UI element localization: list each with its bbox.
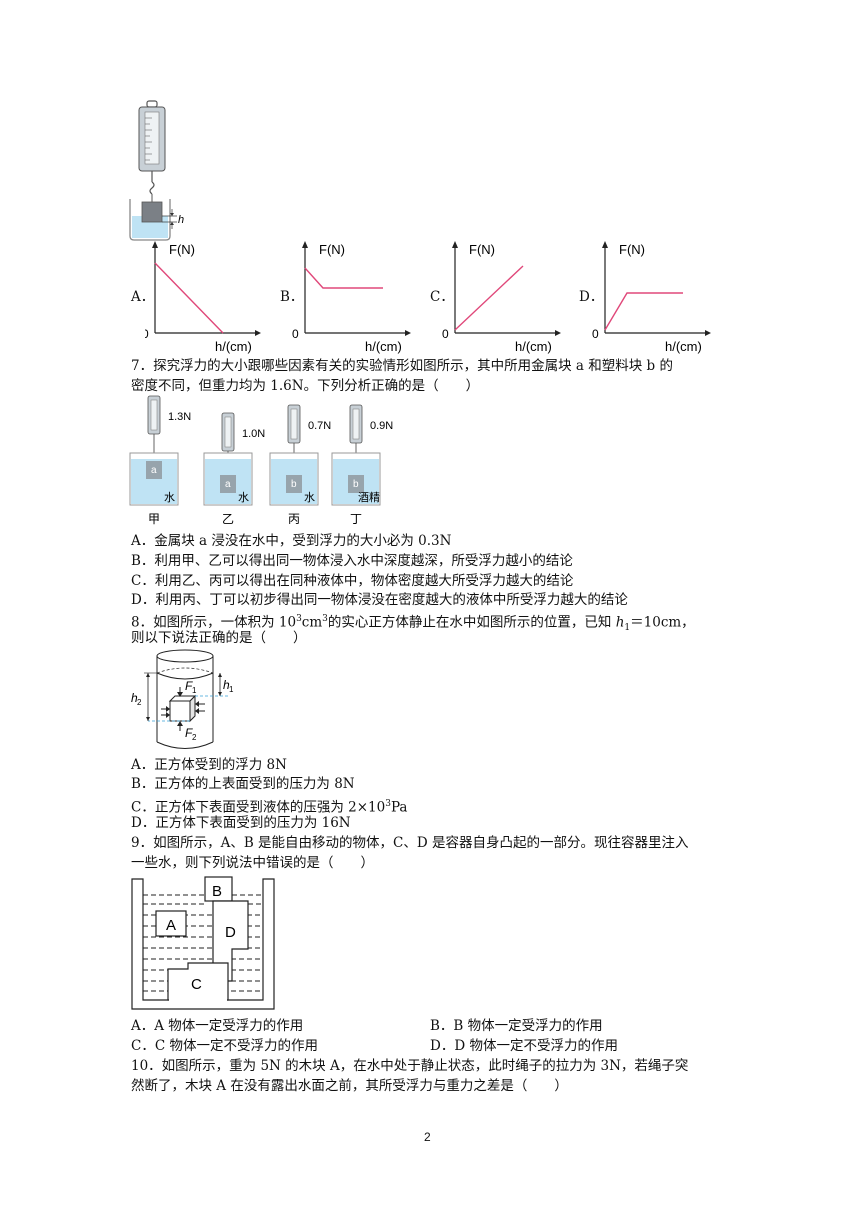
y-axis-label: F(N) — [619, 242, 645, 257]
block-label: a — [151, 465, 157, 476]
svg-text:A: A — [166, 917, 176, 934]
q9-stem-line2: 一些水，则下列说法中错误的是（ ） — [131, 855, 374, 871]
q7-option-b[interactable]: B．利用甲、乙可以得出同一物体浸入水中深度越深，所受浮力越小的结论 — [131, 553, 573, 569]
liquid-label: 水 — [238, 491, 249, 504]
svg-text:2: 2 — [192, 733, 197, 742]
x-axis-arrow — [555, 330, 561, 336]
svg-text:F: F — [185, 679, 193, 693]
q9-option-d[interactable]: D．D 物体一定不受浮力的作用 — [430, 1038, 618, 1054]
q6-graph-c: F(N) h/(cm) 0 — [442, 241, 561, 354]
y-axis-arrow — [452, 241, 458, 248]
q9-option-b[interactable]: B．B 物体一定受浮力的作用 — [430, 1018, 603, 1034]
q6-option-b[interactable]: B． — [280, 289, 304, 305]
svg-text:1: 1 — [229, 685, 234, 694]
y-axis-label: F(N) — [169, 242, 195, 257]
q8-option-a[interactable]: A．正方体受到的浮力 8N — [131, 757, 287, 773]
origin-label: 0 — [442, 327, 449, 341]
q9-option-a[interactable]: A．A 物体一定受浮力的作用 — [131, 1018, 304, 1034]
liquid-label: 水 — [164, 491, 175, 504]
origin-label: 0 — [592, 327, 599, 341]
block-label: a — [225, 479, 231, 490]
liquid-label: 水 — [304, 491, 315, 504]
q7-option-a[interactable]: A．金属块 a 浸没在水中，受到浮力的大小必为 0.3N — [131, 533, 452, 549]
page-number: 2 — [424, 1130, 431, 1144]
scale-face — [150, 399, 158, 431]
x-axis-arrow — [405, 330, 411, 336]
q6-option-c[interactable]: C． — [430, 289, 454, 305]
q7-setup-甲: 1.3N a 水甲 — [129, 395, 191, 526]
q9-container-figure: B A C D — [131, 876, 275, 1010]
scale-reading: 1.0N — [242, 428, 265, 440]
q6-graph-b: F(N) h/(cm) 0 — [292, 241, 411, 354]
liquid-label: 酒精 — [358, 491, 380, 504]
svg-text:F: F — [185, 726, 193, 740]
x-axis-label: h/(cm) — [365, 339, 402, 354]
q8-option-d[interactable]: D．正方体下表面受到的压力为 16N — [131, 815, 351, 831]
force-curve — [454, 265, 524, 331]
q8-option-b[interactable]: B．正方体的上表面受到的压力为 8N — [131, 776, 355, 792]
q6-graph-d: F(N) h/(cm) 0 — [592, 241, 711, 354]
force-curve — [154, 262, 224, 334]
q7-option-d[interactable]: D．利用丙、丁可以初步得出同一物体浸没在密度越大的液体中所受浮力越大的结论 — [131, 592, 628, 608]
force-curve — [304, 267, 383, 289]
svg-text:h: h — [223, 678, 230, 692]
q8-option-c[interactable]: C．正方体下表面受到液体的压强为 2×103Pa — [131, 799, 408, 816]
scale-reading: 1.3N — [168, 411, 191, 423]
q8-stem-line1: 8．如图所示，一体积为 103cm3的实心正方体静止在水中如图所示的位置，已知 … — [131, 614, 695, 634]
svg-text:h: h — [131, 691, 138, 705]
y-axis-arrow — [302, 241, 308, 248]
caption: 甲 — [148, 512, 160, 526]
q8-cube-figure: h 1 h 2 F 1 F 2 — [131, 649, 234, 749]
q8-stem-line2: 则以下说法正确的是（ ） — [131, 630, 307, 646]
svg-text:B: B — [212, 883, 222, 900]
scale-reading: 0.9N — [370, 420, 393, 432]
scale-reading: 0.7N — [308, 420, 331, 432]
y-axis-label: F(N) — [469, 242, 495, 257]
q6-apparatus-figure: h — [129, 100, 184, 241]
caption: 乙 — [222, 512, 234, 526]
q6-graph-a: F(N) h/(cm) 0 — [145, 241, 261, 354]
svg-text:C: C — [191, 976, 202, 993]
q6-h-label: h — [178, 214, 184, 226]
scale-face — [224, 416, 232, 448]
q6-option-d[interactable]: D． — [579, 289, 604, 305]
block — [286, 475, 302, 493]
caption: 丙 — [288, 512, 300, 526]
x-axis-arrow — [255, 330, 261, 336]
y-axis-arrow — [152, 241, 158, 248]
svg-text:2: 2 — [137, 698, 142, 707]
block — [220, 475, 236, 493]
x-axis-label: h/(cm) — [215, 339, 252, 354]
q6-option-a[interactable]: A． — [131, 289, 155, 305]
block — [348, 475, 364, 493]
q10-stem-line1: 10．如图所示，重为 5N 的木块 A，在水中处于静止状态，此时绳子的拉力为 3… — [131, 1058, 689, 1074]
q9-option-c[interactable]: C．C 物体一定不受浮力的作用 — [131, 1038, 318, 1054]
svg-text:D: D — [225, 924, 236, 941]
x-axis-label: h/(cm) — [665, 339, 702, 354]
q7-setup-丙: 0.7N b水丙 — [269, 404, 331, 526]
q9-stem-line1: 9．如图所示，A、B 是能自由移动的物体，C、D 是容器自身凸起的一部分。现往容… — [131, 835, 689, 851]
svg-text:1: 1 — [192, 686, 197, 695]
scale-face — [290, 408, 298, 440]
y-axis-label: F(N) — [319, 242, 345, 257]
q7-setup-乙: 1.0N a水乙 — [203, 412, 265, 526]
x-axis-label: h/(cm) — [515, 339, 552, 354]
x-axis-arrow — [705, 330, 711, 336]
origin-label: 0 — [145, 327, 149, 341]
block-label: b — [353, 479, 359, 490]
q7-stem-line2: 密度不同，但重力均为 1.6N。下列分析正确的是（ ） — [131, 378, 480, 394]
block — [146, 461, 162, 479]
q7-option-c[interactable]: C．利用乙、丙可以得出在同种液体中，物体密度越大所受浮力越大的结论 — [131, 573, 574, 589]
q10-stem-line2: 然断了，木块 A 在没有露出水面之前，其所受浮力与重力之差是（ ） — [131, 1078, 568, 1094]
scale-face — [352, 408, 360, 440]
caption: 丁 — [350, 512, 362, 526]
y-axis-arrow — [602, 241, 608, 248]
q6-graphs: F(N) h/(cm) 0 F(N) h/(cm) 0 F(N) h/(cm) 0 F(N) h/(… — [145, 241, 711, 354]
q7-stem-line1: 7．探究浮力的大小跟哪些因素有关的实验情形如图所示，其中所用金属块 a 和塑料块… — [131, 358, 673, 374]
origin-label: 0 — [292, 327, 299, 341]
block-label: b — [291, 479, 297, 490]
force-curve — [604, 292, 683, 331]
